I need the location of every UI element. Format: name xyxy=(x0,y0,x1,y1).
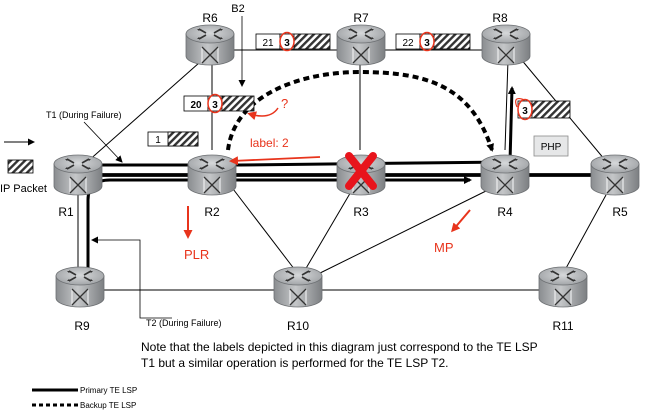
links xyxy=(77,49,607,291)
router-r1 xyxy=(53,154,103,196)
b2-label: B2 xyxy=(231,3,244,15)
packet-r8-label: 3 xyxy=(522,106,528,117)
router-r10 xyxy=(273,266,323,308)
note-line-2: T1 but a similar operation is performed … xyxy=(141,356,448,370)
question-mark: ? xyxy=(281,96,288,111)
note-line-1: Note that the labels depicted in this di… xyxy=(141,340,538,354)
router-label-r3: R3 xyxy=(353,205,369,219)
t2-label: T2 (During Failure) xyxy=(146,318,222,328)
router-r8 xyxy=(481,24,531,66)
router-label-r10: R10 xyxy=(287,319,309,333)
plr-label: PLR xyxy=(184,247,209,262)
packet-r6-outer-label: 21 xyxy=(262,38,274,49)
ip-packet-label: IP Packet xyxy=(0,183,47,195)
router-r4 xyxy=(480,154,530,196)
packet-r6-inner-label: 3 xyxy=(284,38,290,49)
router-r11 xyxy=(538,266,588,308)
router-label-r6: R6 xyxy=(202,11,218,25)
router-label-r9: R9 xyxy=(74,319,90,333)
router-r9 xyxy=(55,266,105,308)
packet-r7-r8: 22 3 xyxy=(395,31,471,52)
packet-r2-stack: 20 3 xyxy=(183,93,255,114)
packet-r7-inner-label: 3 xyxy=(424,38,430,49)
packet-r8-r4: 3 xyxy=(517,98,571,121)
legend: Primary TE LSP Backup TE LSP xyxy=(32,386,137,410)
packet-r6-r7: 21 3 xyxy=(255,31,331,52)
router-label-r1: R1 xyxy=(58,205,74,219)
router-r2 xyxy=(187,154,237,196)
packet-r1-label: 1 xyxy=(155,135,161,146)
legend-primary: Primary TE LSP xyxy=(80,386,137,395)
php-box: PHP xyxy=(533,135,569,157)
label-2-annotation: label: 2 xyxy=(250,136,289,150)
packet-r2-outer-label: 20 xyxy=(190,100,202,111)
router-label-r4: R4 xyxy=(497,205,513,219)
failure-x-icon xyxy=(345,152,377,190)
router-label-r8: R8 xyxy=(492,11,508,25)
ip-packet-input: IP Packet xyxy=(0,138,47,195)
note: Note that the labels depicted in this di… xyxy=(141,340,538,370)
router-label-r5: R5 xyxy=(612,205,628,219)
router-r5 xyxy=(590,154,640,196)
t1-label: T1 (During Failure) xyxy=(46,110,122,120)
router-label-r7: R7 xyxy=(353,11,369,25)
router-r6 xyxy=(185,24,235,66)
packet-r1-r2: 1 xyxy=(147,131,199,147)
legend-backup: Backup TE LSP xyxy=(80,401,136,410)
php-label: PHP xyxy=(541,142,562,153)
backup-te-lsp xyxy=(226,69,494,152)
router-label-r11: R11 xyxy=(552,319,573,333)
packet-r7-outer-label: 22 xyxy=(402,38,414,49)
packet-r2-inner-label: 3 xyxy=(212,100,218,111)
annotations: ? label: 2 PLR MP xyxy=(183,96,526,262)
router-label-r2: R2 xyxy=(204,205,220,219)
mp-label: MP xyxy=(434,240,454,255)
router-r7 xyxy=(336,24,386,66)
